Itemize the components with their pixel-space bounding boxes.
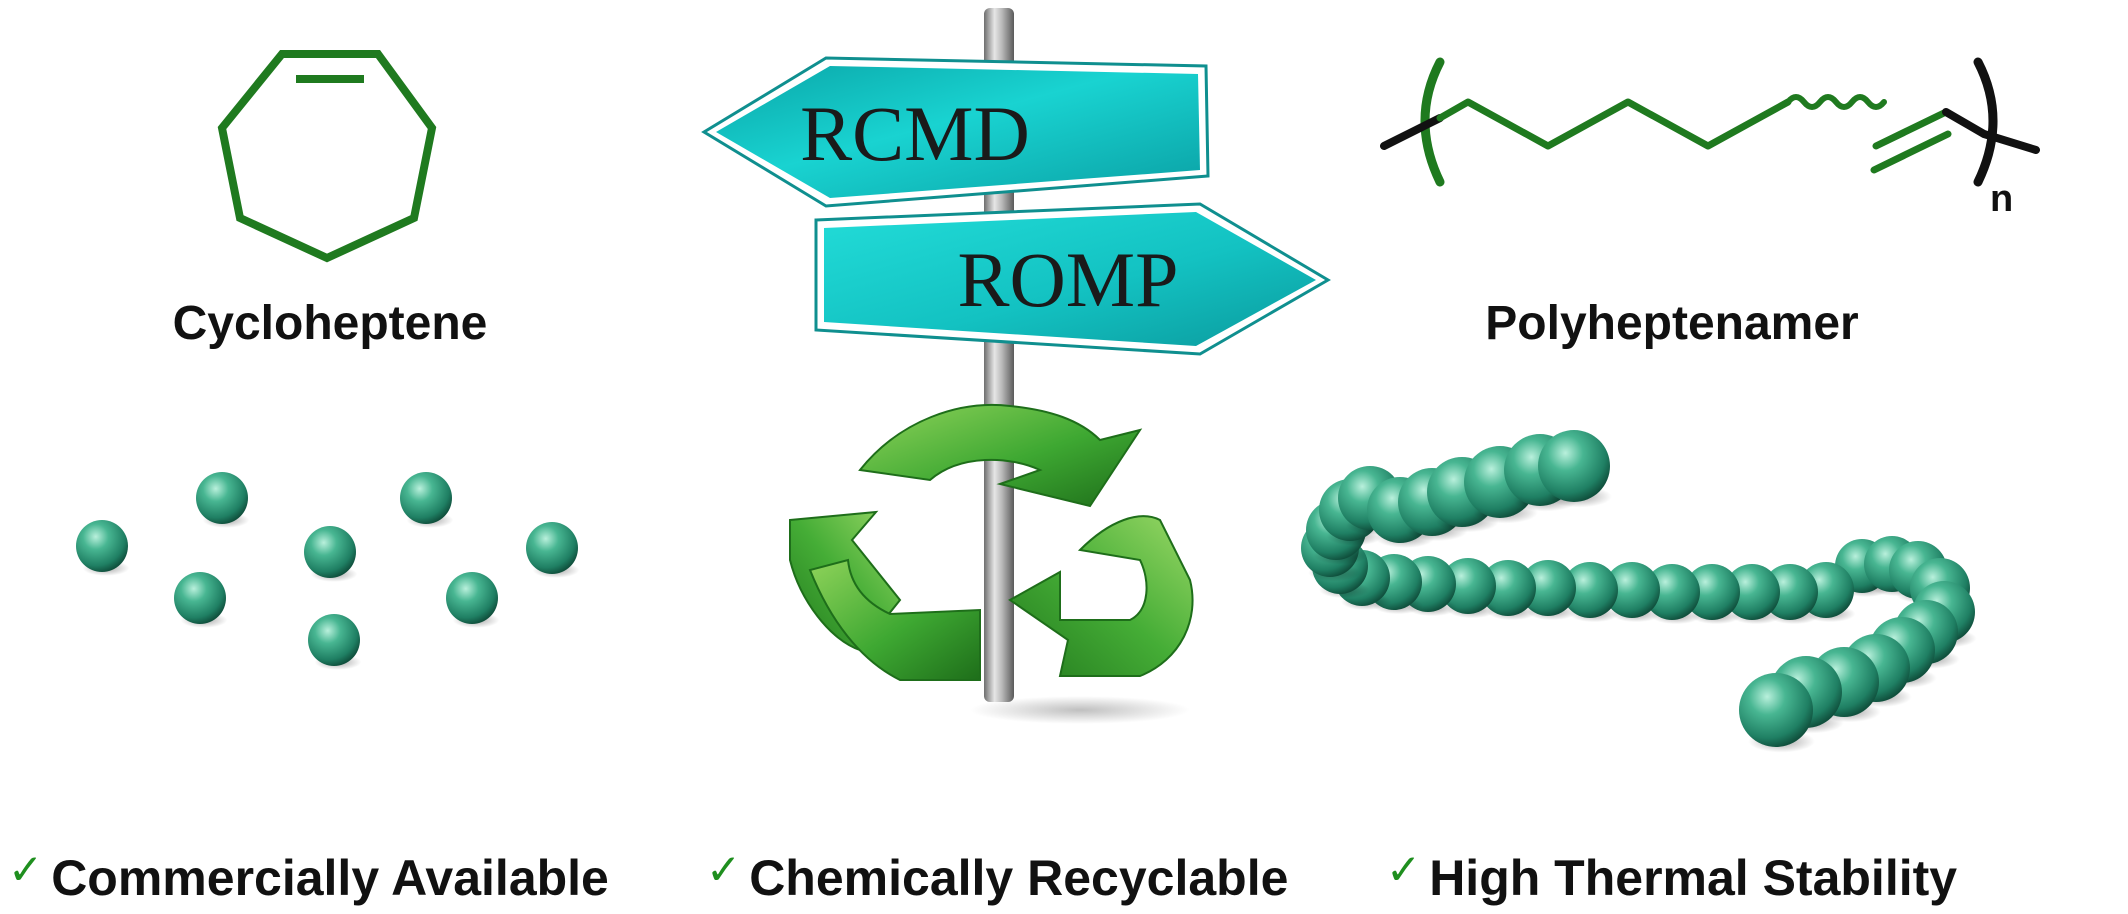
- bead-icon: [1520, 560, 1578, 621]
- rcmd-label: RCMD: [800, 90, 1030, 177]
- bead-icon: [76, 520, 130, 576]
- monomer-beads: [76, 472, 580, 670]
- polyheptenamer-label: Polyheptenamer: [1485, 297, 1859, 350]
- feature-chemically-recyclable: ✓ Chemically Recyclable: [706, 848, 1288, 908]
- signpost: RCMD ROMP: [701, 8, 1331, 724]
- bead-icon: [1644, 564, 1702, 625]
- check-icon: ✓: [8, 845, 44, 894]
- bead-icon: [174, 572, 228, 628]
- left-bracket: [1420, 57, 1445, 187]
- bead-icon: [1440, 558, 1498, 619]
- bead-icon: [196, 472, 250, 528]
- feature-text: Commercially Available: [51, 850, 609, 906]
- bead-icon: [400, 472, 454, 528]
- bead-icon: [1480, 560, 1538, 621]
- cycloheptene-ring: [217, 50, 437, 263]
- ground-shadow: [970, 696, 1190, 724]
- bead-icon: [446, 572, 500, 628]
- polyheptenamer-structure: [1380, 57, 2040, 187]
- left-end-bond: [1380, 114, 1444, 150]
- bead-icon: [1562, 562, 1620, 623]
- bead-icon: [1724, 564, 1782, 625]
- cycloheptene-structure: [217, 50, 437, 263]
- feature-text: High Thermal Stability: [1429, 850, 1958, 906]
- polymer-chain-icon: [1301, 430, 1977, 753]
- feature-text: Chemically Recyclable: [749, 850, 1289, 906]
- right-end-bond: [1942, 108, 2040, 154]
- check-icon: ✓: [706, 845, 742, 894]
- wavy-bond: [1785, 94, 1887, 110]
- bead-icon: [304, 526, 358, 582]
- check-icon: ✓: [1386, 845, 1422, 894]
- bead-icon: [1684, 564, 1742, 625]
- bead-icon: [308, 614, 362, 670]
- recycle-icon: [789, 404, 1194, 681]
- bead-icon: [1739, 673, 1815, 753]
- feature-commercially-available: ✓ Commercially Available: [8, 848, 609, 908]
- rcmd-sign: RCMD: [701, 56, 1210, 208]
- feature-high-thermal-stability: ✓ High Thermal Stability: [1386, 848, 1957, 908]
- bead-icon: [1538, 430, 1612, 508]
- repeat-unit-subscript: n: [1990, 178, 2014, 220]
- alkene-double-bond: [1870, 130, 1952, 174]
- romp-sign: ROMP: [814, 202, 1331, 356]
- alkene-bond: [1872, 108, 1950, 150]
- bead-icon: [1604, 562, 1662, 623]
- polymer-backbone: [1436, 98, 1792, 150]
- romp-label: ROMP: [957, 236, 1178, 323]
- right-bracket: [1973, 57, 1998, 187]
- bead-icon: [526, 522, 580, 578]
- cycloheptene-label: Cycloheptene: [172, 297, 488, 350]
